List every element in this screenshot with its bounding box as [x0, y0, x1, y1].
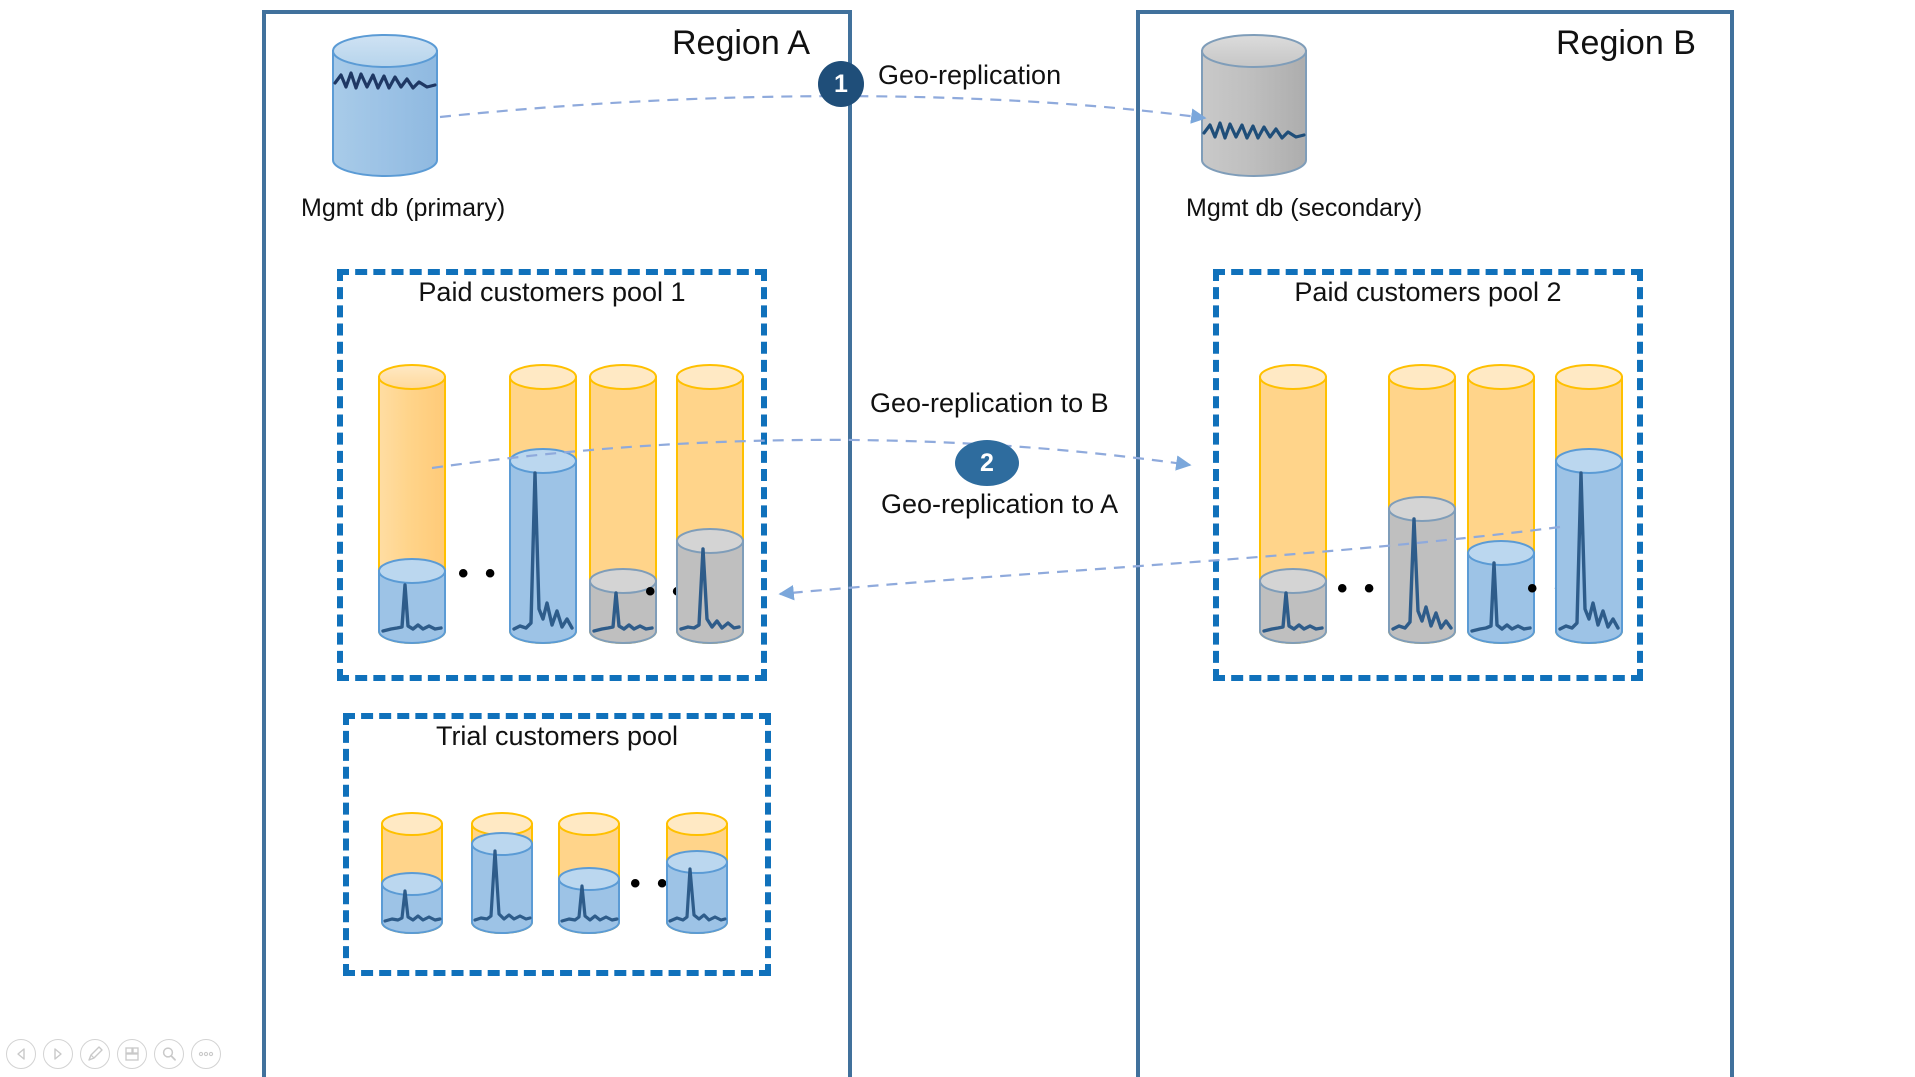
layout-icon[interactable] — [117, 1039, 147, 1069]
pool2-db-4 — [1554, 363, 1624, 646]
bottom-toolbar — [6, 1039, 221, 1069]
search-icon[interactable] — [154, 1039, 184, 1069]
region-b-title: Region B — [1556, 24, 1696, 62]
pool2-db-2 — [1387, 363, 1457, 646]
mgmt-db-primary-cylinder — [331, 33, 439, 178]
back-icon[interactable] — [6, 1039, 36, 1069]
step-badge-2: 2 — [955, 440, 1019, 486]
region-a-title: Region A — [672, 24, 810, 62]
forward-icon[interactable] — [43, 1039, 73, 1069]
more-icon[interactable] — [191, 1039, 221, 1069]
mgmt-db-secondary-label: Mgmt db (secondary) — [1186, 194, 1423, 222]
trial-customers-pool-title: Trial customers pool — [435, 721, 679, 751]
mgmt-db-primary-label: Mgmt db (primary) — [301, 194, 506, 222]
paid-customers-pool-1-title: Paid customers pool 1 — [418, 277, 686, 307]
pool1-db-2 — [508, 363, 578, 646]
pool2-db-1 — [1258, 363, 1328, 646]
geo-replication-label: Geo-replication — [878, 60, 1062, 90]
trial-db-1 — [380, 811, 444, 936]
trial-db-4 — [665, 811, 729, 936]
pool2-db-3 — [1466, 363, 1536, 646]
geo-replication-to-a-label: Geo-replication to A — [881, 489, 1119, 519]
pool1-db-1 — [377, 363, 447, 646]
paid-customers-pool-2-title: Paid customers pool 2 — [1294, 277, 1562, 307]
trial-db-3 — [557, 811, 621, 936]
trial-customers-pool-frame — [343, 713, 771, 976]
mgmt-db-secondary-cylinder — [1200, 33, 1308, 178]
geo-replication-to-b-label: Geo-replication to B — [870, 388, 1109, 418]
step-badge-1: 1 — [818, 61, 864, 107]
paid-customers-pool-2-frame — [1213, 269, 1643, 681]
pool1-db-4 — [675, 363, 745, 646]
pen-icon[interactable] — [80, 1039, 110, 1069]
paid-customers-pool-1-frame — [337, 269, 767, 681]
trial-db-2 — [470, 811, 534, 936]
